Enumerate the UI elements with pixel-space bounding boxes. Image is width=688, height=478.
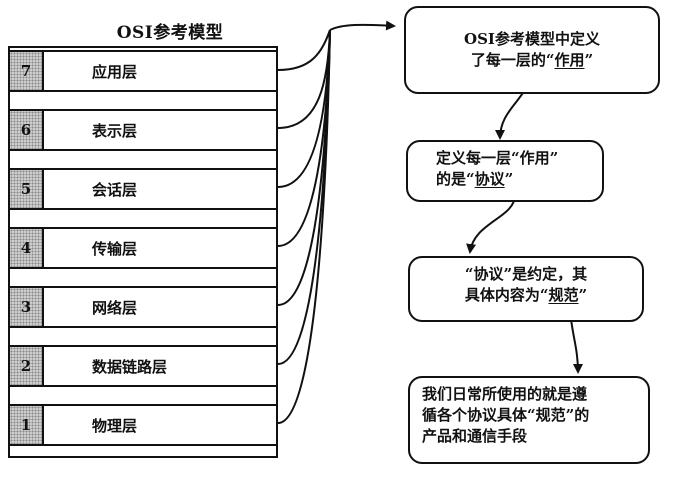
- note-text-line: 具体内容为“规范”: [464, 286, 588, 304]
- layer-row-2: 2 数据链路层: [10, 345, 276, 387]
- layer-number: 4: [10, 229, 44, 267]
- layer-row-7: 7 应用层: [10, 50, 276, 92]
- layer-number: 3: [10, 288, 44, 326]
- connector-layer-2: [277, 29, 331, 365]
- layer-name: 物理层: [92, 416, 138, 435]
- layer-row-4: 4 传输层: [10, 227, 276, 269]
- layer-row-6: 6 表示层: [10, 109, 276, 151]
- note-box-protocol-is-specification: “协议”是约定，其 具体内容为“规范”: [408, 256, 644, 322]
- connector-layer-1: [277, 29, 331, 424]
- osi-layer-stack: 7 应用层 6 表示层 5 会话层 4 传输层 3 网络层 2 数据链路层 1 …: [8, 46, 278, 458]
- connector-layer-3: [277, 29, 331, 306]
- note-text-line: 了每一层的“作用”: [470, 51, 594, 69]
- layer-name: 表示层: [92, 121, 138, 140]
- layer-name: 数据链路层: [92, 357, 168, 376]
- note-text-line: OSI参考模型中定义: [464, 30, 600, 48]
- layer-number: 2: [10, 347, 44, 385]
- note-text-line: 循各个协议具体“规范”的: [422, 406, 590, 424]
- layer-name: 传输层: [92, 239, 138, 258]
- layer-row-1: 1 物理层: [10, 404, 276, 446]
- layer-number: 6: [10, 111, 44, 149]
- layer-number: 5: [10, 170, 44, 208]
- note-box-products-follow-specification: 我们日常所使用的就是遵 循各个协议具体“规范”的 产品和通信手段: [408, 376, 650, 464]
- layer-row-3: 3 网络层: [10, 286, 276, 328]
- stack-title: OSI参考模型: [116, 23, 224, 43]
- layer-number: 1: [10, 406, 44, 444]
- layer-name: 应用层: [92, 62, 138, 81]
- note-text-line: 的是“协议”: [436, 170, 514, 188]
- note-text-line: “协议”是约定，其: [464, 265, 588, 283]
- note-text-line: 我们日常所使用的就是遵: [422, 385, 588, 403]
- layer-name: 网络层: [92, 298, 138, 317]
- note-box-osi-defines-role: OSI参考模型中定义 了每一层的“作用”: [404, 6, 660, 94]
- arrow-note-2-to-3: [466, 194, 516, 254]
- layer-number: 7: [10, 52, 44, 90]
- layer-row-5: 5 会话层: [10, 168, 276, 210]
- connector-layer-7: [277, 29, 331, 71]
- arrow-to-note-1: [329, 20, 396, 31]
- layer-name: 会话层: [92, 180, 138, 199]
- note-text-line: 定义每一层“作用”: [436, 149, 559, 167]
- note-text-line: 产品和通信手段: [422, 427, 528, 445]
- note-box-role-defined-by-protocol: 定义每一层“作用” 的是“协议”: [406, 140, 604, 202]
